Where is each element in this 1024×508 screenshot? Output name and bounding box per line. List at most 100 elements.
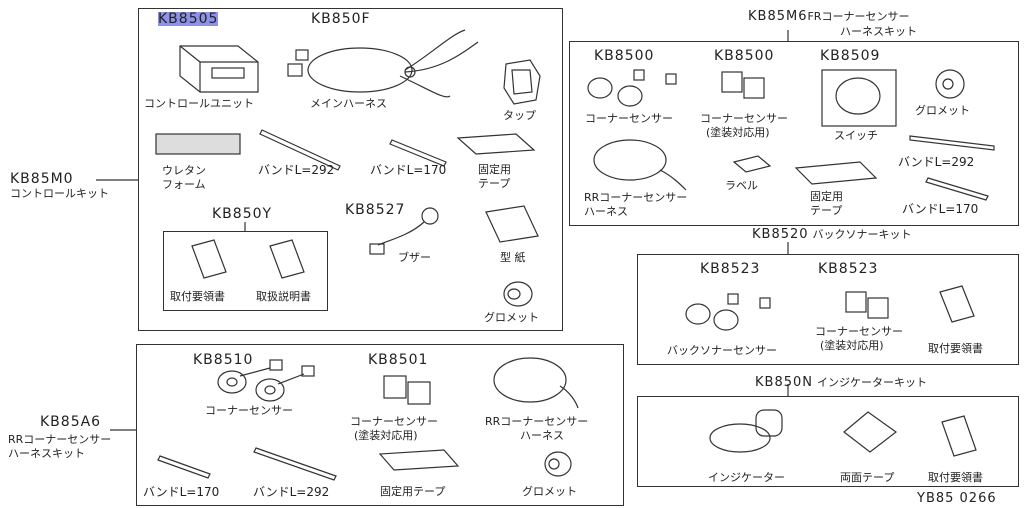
back-sonar-kit-name: バックソナーキット: [812, 228, 912, 241]
fr-fixing-tape-line1: 固定用: [810, 190, 843, 203]
rr-harness-drawing: [493, 357, 579, 409]
label-name: ラベル: [725, 179, 758, 192]
sonar-manual-drawing: [939, 285, 975, 323]
fixing-tape-line1: 固定用: [478, 163, 511, 176]
fr-grommet-name: グロメット: [915, 104, 970, 117]
fr-band-292-name: バンドL=292: [898, 155, 975, 169]
manual-set-code: KB850Y: [212, 206, 273, 222]
tap-drawing: [503, 59, 541, 105]
rr-painted-sensor-line1: コーナーセンサー: [350, 415, 438, 428]
fr-grommet-drawing: [935, 69, 965, 99]
fr-painted-sensor-line2: (塗装対応用): [706, 126, 770, 139]
fr-painted-corner-sensor-drawing: [721, 71, 765, 99]
rr-kit-name-line1: RRコーナーセンサー: [8, 433, 112, 446]
rr-harness-line2: ハーネス: [520, 429, 564, 442]
buzzer-name: ブザー: [398, 251, 431, 264]
rr-painted-corner-sensor-drawing: [383, 375, 431, 405]
rr-grommet-drawing: [544, 451, 572, 477]
diagram-id: YB85 0266: [917, 491, 997, 506]
fr-harness-line2: ハーネス: [584, 205, 628, 218]
urethane-foam-line2: フォーム: [162, 178, 206, 191]
rr-band-170-name: バンドL=170: [143, 485, 220, 499]
buzzer-drawing: [369, 207, 439, 255]
main-harness-name: メインハーネス: [310, 97, 387, 110]
fr-corner-sensor-name: コーナーセンサー: [585, 112, 673, 125]
urethane-foam-line1: ウレタン: [162, 164, 206, 177]
band-170-name: バンドL=170: [370, 163, 447, 177]
control-unit-drawing: [179, 45, 259, 93]
fr-corner-sensors-drawing: [587, 69, 677, 107]
fr-band-292-drawing: [909, 135, 995, 151]
sonar-painted-sensor-line2: (塗装対応用): [820, 339, 884, 352]
band-292-drawing: [259, 129, 341, 171]
rr-harness-kit-box: [136, 344, 624, 506]
sonar-painted-sensor-drawing: [845, 291, 889, 319]
fr-kit-name-line2: ハーネスキット: [840, 25, 917, 38]
rr-corner-sensors-drawing: [217, 359, 315, 402]
label-drawing: [732, 155, 772, 173]
fr-band-170-name: バンドL=170: [902, 202, 979, 216]
control-kit-box: [138, 8, 563, 331]
back-sonar-kit-code: KB8520: [752, 227, 809, 242]
control-kit-code: KB85M0: [10, 171, 74, 187]
rr-band-292-drawing: [253, 447, 337, 481]
indicator-kit-box: [637, 396, 1019, 487]
indicator-drawing: [709, 409, 783, 453]
fr-band-170-drawing: [925, 177, 989, 201]
rr-band-292-name: バンドL=292: [253, 485, 330, 499]
fr-fixing-tape-line2: テープ: [810, 204, 843, 217]
sonar-install-manual-name: 取付要領書: [928, 342, 983, 355]
user-manual-name: 取扱説明書: [256, 290, 311, 303]
rr-painted-sensor-code: KB8501: [368, 352, 429, 368]
double-sided-tape-name: 両面テープ: [840, 471, 895, 484]
sonar-painted-sensor-code: KB8523: [818, 261, 879, 277]
switch-drawing: [821, 69, 897, 127]
urethane-foam-drawing: [155, 133, 241, 155]
fr-harness-line1: RRコーナーセンサー: [584, 191, 688, 204]
rr-grommet-name: グロメット: [522, 485, 577, 498]
indicator-manual-drawing: [941, 415, 977, 457]
fr-harness-drawing: [593, 139, 687, 191]
main-harness-code: KB850F: [311, 11, 371, 27]
rr-kit-code: KB85A6: [40, 414, 102, 430]
rr-fixing-tape-drawing: [378, 449, 460, 471]
fr-kit-code: KB85M6: [748, 9, 808, 24]
back-sonar-sensors-drawing: [685, 293, 771, 331]
control-kit-name: コントロールキット: [10, 187, 109, 200]
indicator-kit-code: KB850N: [755, 375, 813, 390]
grommet-name: グロメット: [484, 311, 539, 324]
switch-code: KB8509: [820, 48, 881, 64]
fixing-tape-drawing: [456, 133, 536, 155]
manual-drawings: [191, 239, 305, 279]
fr-harness-kit-box: [569, 41, 1019, 226]
rr-harness-line1: RRコーナーセンサー: [485, 415, 589, 428]
back-sonar-sensor-code: KB8523: [700, 261, 761, 277]
fr-kit-name-line1: FRコーナーセンサー: [807, 10, 910, 23]
sonar-painted-sensor-line1: コーナーセンサー: [815, 325, 903, 338]
buzzer-code: KB8527: [345, 202, 406, 218]
rr-painted-sensor-line2: (塗装対応用): [354, 429, 418, 442]
indicator-name: インジケーター: [708, 471, 785, 484]
fixing-tape-line2: テープ: [478, 177, 511, 190]
rr-band-170-drawing: [157, 455, 211, 479]
fr-painted-sensor-code: KB8500: [714, 48, 775, 64]
double-sided-tape-drawing: [843, 411, 898, 453]
fr-kit-header-line1: KB85M6FRコーナーセンサー: [748, 10, 909, 23]
fr-painted-sensor-line1: コーナーセンサー: [700, 112, 788, 125]
switch-name: スイッチ: [834, 129, 878, 142]
manual-set-box: [163, 231, 328, 311]
rr-corner-sensor-name: コーナーセンサー: [205, 404, 293, 417]
control-unit-name: コントロールユニット: [144, 97, 254, 110]
rr-kit-name-line2: ハーネスキット: [8, 447, 85, 460]
back-sonar-kit-box: [637, 254, 1019, 365]
tap-name: タップ: [503, 109, 536, 122]
template-paper-name: 型 紙: [500, 251, 526, 264]
template-paper-drawing: [485, 205, 539, 243]
band-292-name: バンドL=292: [258, 163, 335, 177]
rr-corner-sensor-code: KB8510: [193, 352, 254, 368]
grommet-drawing: [503, 281, 533, 307]
back-sonar-sensor-name: バックソナーセンサー: [667, 344, 777, 357]
